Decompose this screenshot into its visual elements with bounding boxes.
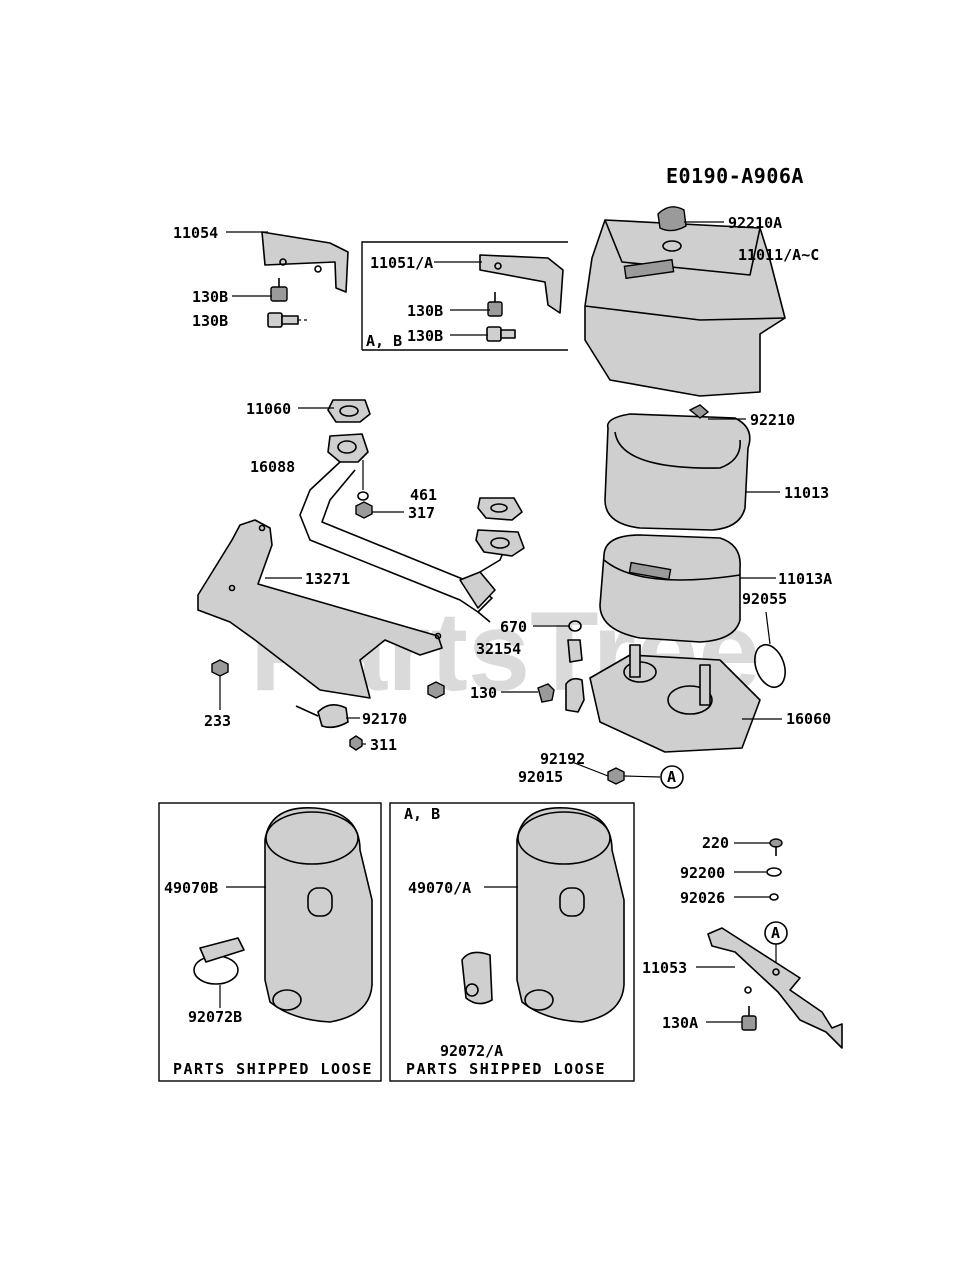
bolt-130b-3[interactable] [487,292,503,317]
nut-92015[interactable] [607,767,625,785]
svg-text:A: A [771,924,780,942]
label-11053: 11053 [642,959,687,977]
nut-311[interactable] [349,735,363,751]
label-11054: 11054 [173,224,218,242]
bracket-11054[interactable] [261,231,349,293]
label-13271: 13271 [305,570,350,588]
label-11013a: 11013A [778,570,832,588]
nut-heat-shield[interactable] [427,681,445,699]
breather-32154[interactable] [567,639,583,663]
label-670: 670 [500,618,527,636]
label-130b-3: 130B [407,302,443,320]
label-317: 317 [408,504,435,522]
svg-text:A: A [667,768,676,786]
muffler-49070b[interactable] [264,807,373,1023]
diagram-id: E0190-A906A [666,164,804,188]
label-92026: 92026 [680,889,725,907]
label-92072b: 92072B [188,1008,242,1026]
label-130a: 130A [662,1014,698,1032]
variant-box-top [361,241,568,351]
element-11013a[interactable] [599,534,741,643]
bracket-11051[interactable] [479,254,564,314]
bolt-220[interactable] [769,838,783,856]
pre-cleaner-11013[interactable] [604,413,751,531]
label-shipped-loose-left: PARTS SHIPPED LOOSE [173,1060,373,1078]
clamp-92072b[interactable] [193,937,245,985]
label-461: 461 [410,486,437,504]
gasket-11060[interactable] [327,399,371,423]
label-130b-2: 130B [192,312,228,330]
leader-lines [219,221,782,1023]
muffler-49070a[interactable] [516,807,625,1023]
label-92055: 92055 [742,590,787,608]
nut-461[interactable] [357,491,369,501]
bolt-130a[interactable] [741,1006,757,1031]
label-16060: 16060 [786,710,831,728]
label-92192: 92192 [540,750,585,768]
label-11011: 11011/A~C [738,246,819,264]
bolt-130b-4[interactable] [486,326,516,342]
label-11060: 11060 [246,400,291,418]
label-92210: 92210 [750,411,795,429]
bracket-11053[interactable] [707,927,843,1049]
ref-a-circle-1: A [660,765,684,789]
label-311: 311 [370,736,397,754]
washer-92200[interactable] [766,867,782,877]
label-11013: 11013 [784,484,829,502]
bolt-130[interactable] [537,683,555,703]
muffler-box-middle [389,802,635,1082]
label-220: 220 [702,834,729,852]
exhaust-pipe-16088[interactable] [299,433,525,623]
clamp-92072a[interactable] [461,951,493,1005]
label-233: 233 [204,712,231,730]
heat-shield-13271[interactable] [197,519,443,699]
wing-nut-92210[interactable] [688,404,710,419]
label-92200: 92200 [680,864,725,882]
label-130b-4: 130B [407,327,443,345]
air-cleaner-cover-11011[interactable] [584,219,786,397]
oring-92055[interactable] [749,641,790,692]
label-variant-mid: A, B [404,805,440,823]
clamp-92170[interactable] [295,704,349,729]
label-49070b: 49070B [164,879,218,897]
muffler-box-left [158,802,382,1082]
bolt-233[interactable] [211,659,229,677]
label-49070a: 49070/A [408,879,471,897]
label-92072a: 92072/A [440,1042,503,1060]
label-16088: 16088 [250,458,295,476]
label-92210a: 92210A [728,214,782,232]
label-130b-1: 130B [192,288,228,306]
label-92015: 92015 [518,768,563,786]
washer-92026[interactable] [769,893,779,901]
label-92170: 92170 [362,710,407,728]
hose-92192[interactable] [565,677,585,713]
bolt-130b-2[interactable] [267,312,310,328]
label-130: 130 [470,684,497,702]
nut-317[interactable] [355,501,373,519]
bolt-130b-1[interactable] [270,278,288,302]
label-shipped-loose-mid: PARTS SHIPPED LOOSE [406,1060,606,1078]
knob-92210a[interactable] [657,206,687,232]
label-variant-top: A, B [366,332,402,350]
label-32154: 32154 [476,640,521,658]
label-11051: 11051/A [370,254,433,272]
base-16060[interactable] [589,644,761,753]
